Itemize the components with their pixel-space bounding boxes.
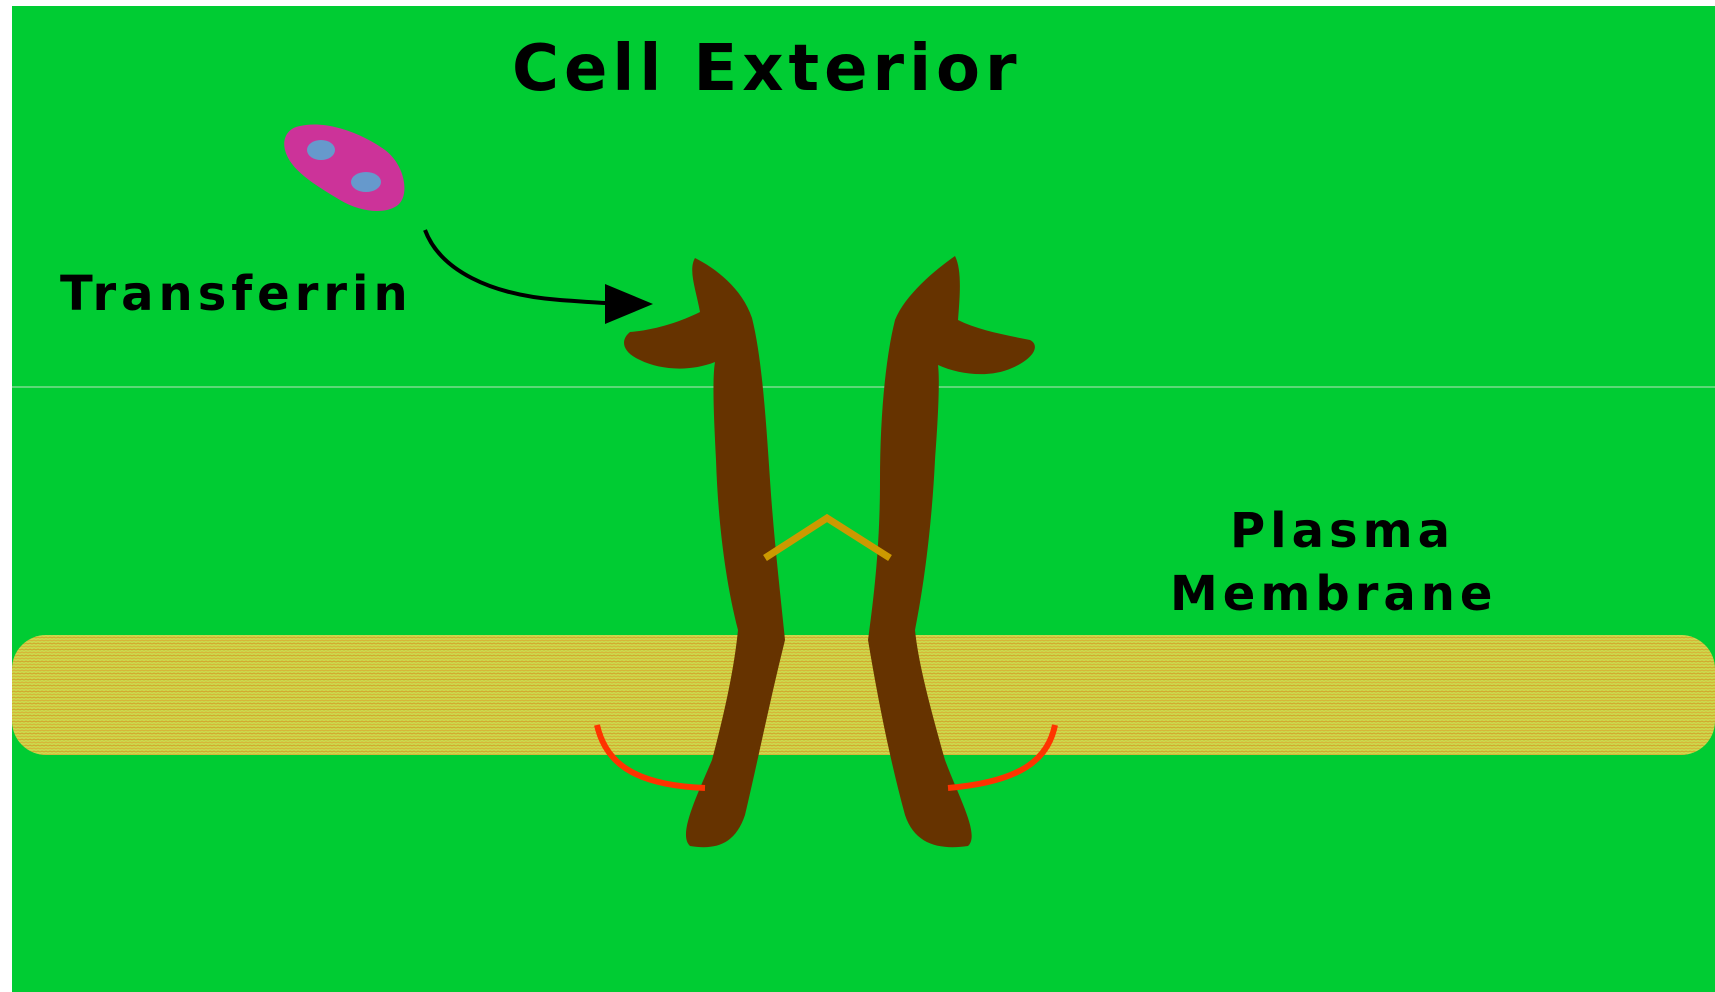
iron-atom-2	[351, 172, 381, 192]
plasma-membrane-band	[12, 635, 1715, 755]
transferrin-label: Transferrin	[60, 266, 413, 322]
membrane-label: Membrane	[1170, 566, 1497, 622]
iron-atom-1	[307, 140, 335, 160]
cell-exterior-background	[12, 6, 1715, 992]
plasma-label: Plasma	[1230, 503, 1455, 559]
cell-exterior-title: Cell Exterior	[512, 32, 1022, 106]
